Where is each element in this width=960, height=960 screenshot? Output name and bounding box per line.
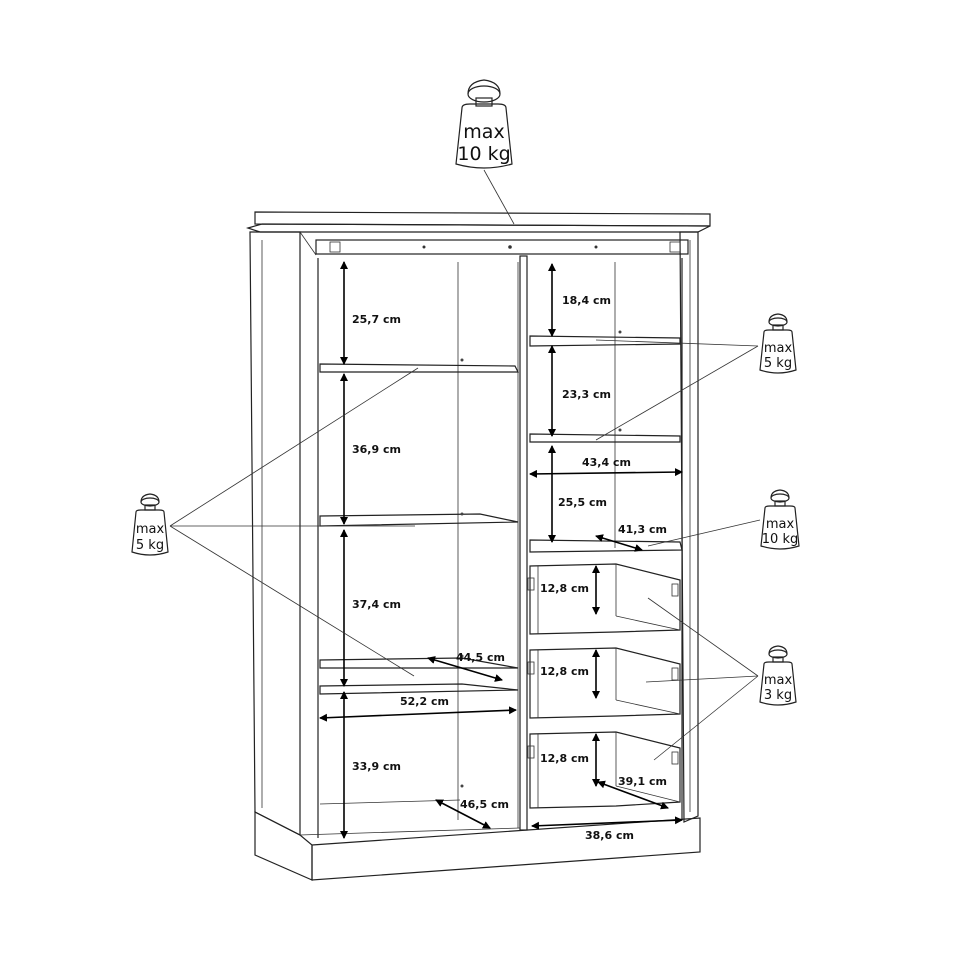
weight-icon-top: max 10 kg (455, 79, 513, 169)
dimension-labels: 25,7 cm 36,9 cm 37,4 cm 33,9 cm 44,5 cm … (352, 294, 667, 842)
dim-right-width-shelf: 43,4 cm (582, 456, 631, 469)
cabinet-outline (245, 211, 711, 881)
dim-right-h1: 18,4 cm (562, 294, 611, 307)
dim-right-depth-fixed: 41,3 cm (618, 523, 667, 536)
dim-left-width: 52,2 cm (400, 695, 449, 708)
weight-right-line2: 5 kg (764, 356, 792, 371)
dim-right-width-bottom: 38,6 cm (585, 829, 634, 842)
weight-fixed-line2: 10 kg (762, 532, 798, 547)
weight-drawers-line1: max (764, 673, 793, 688)
weight-drawers-line2: 3 kg (764, 688, 792, 703)
dim-left-h3: 37,4 cm (352, 598, 401, 611)
dim-right-h2: 23,3 cm (562, 388, 611, 401)
weight-right-line1: max (764, 341, 793, 356)
dim-left-depth-bottom: 46,5 cm (460, 798, 509, 811)
left-shelves (319, 358, 519, 805)
dim-right-h3: 25,5 cm (558, 496, 607, 509)
dim-drawer2-h: 12,8 cm (540, 665, 589, 678)
leader-lines (169, 169, 761, 761)
weight-icon-left-shelves: max 5 kg (131, 493, 169, 556)
weight-icon-right-shelves: max 5 kg (759, 313, 797, 374)
drawer-3 (527, 731, 681, 809)
dim-drawer-depth: 39,1 cm (618, 775, 667, 788)
weight-left-line1: max (136, 522, 165, 537)
dim-left-h1: 25,7 cm (352, 313, 401, 326)
weight-icon-right-fixed-shelf: max 10 kg (760, 489, 800, 550)
dim-left-h2: 36,9 cm (352, 443, 401, 456)
drawers (527, 563, 681, 809)
drawer-2 (527, 647, 681, 719)
weight-top-line2: 10 kg (457, 143, 510, 165)
dim-left-h4: 33,9 cm (352, 760, 401, 773)
weight-icon-drawers: max 3 kg (759, 645, 797, 706)
dimension-arrows (319, 261, 683, 839)
dim-drawer3-h: 12,8 cm (540, 752, 589, 765)
weight-fixed-line1: max (766, 517, 795, 532)
weight-top-line1: max (463, 121, 504, 143)
dim-drawer1-h: 12,8 cm (540, 582, 589, 595)
dim-left-depth-shelf: 44,5 cm (456, 651, 505, 664)
drawer-1 (527, 563, 681, 635)
weight-left-line2: 5 kg (136, 538, 164, 553)
